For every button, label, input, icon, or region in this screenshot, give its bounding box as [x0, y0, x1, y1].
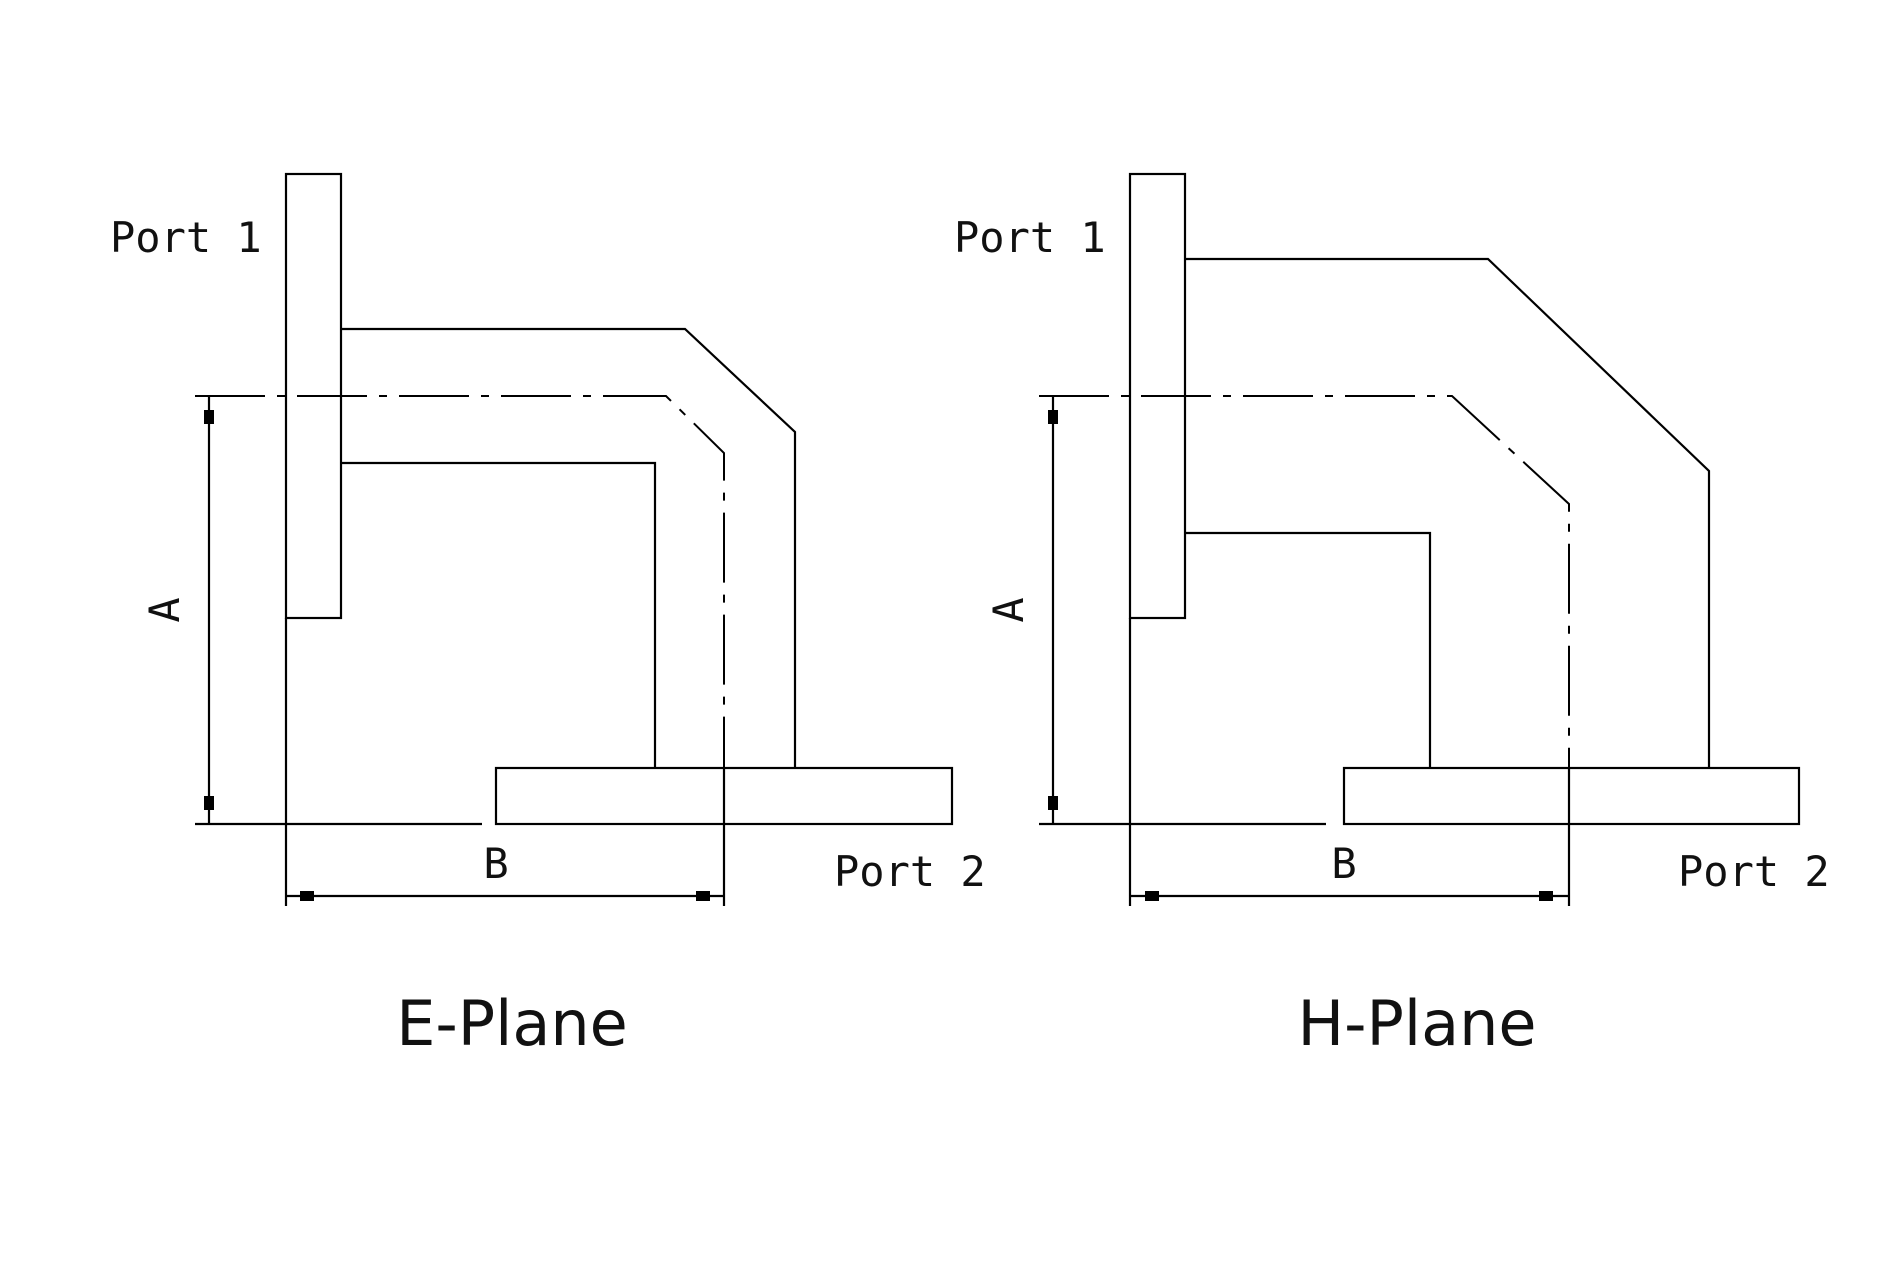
h-plane-port1-label: Port 1 [954, 213, 1106, 262]
e-plane-outer-wall [341, 327, 797, 768]
e-plane-dimension-a-bottom-tick [204, 796, 214, 810]
e-plane-dimension-a-label: A [140, 597, 189, 622]
e-plane-inner-wall [341, 461, 657, 768]
h-plane-dimension-a-top-tick [1048, 410, 1058, 424]
e-plane-port1-label: Port 1 [110, 213, 262, 262]
e-plane-dimension-b-left-tick [300, 891, 314, 901]
h-plane-centerline [1039, 395, 1570, 824]
h-plane-port2-flange [1342, 766, 1801, 826]
h-plane-port2-label: Port 2 [1678, 847, 1830, 896]
h-plane-dimension-a-label: A [984, 597, 1033, 622]
h-plane-inner-wall [1185, 531, 1432, 768]
h-plane-caption: H-Plane [1297, 987, 1536, 1060]
e-plane-caption: E-Plane [396, 987, 628, 1060]
e-plane-centerline [195, 395, 725, 824]
e-plane-dimension-b-label: B [483, 839, 508, 888]
e-plane-port2-label: Port 2 [834, 847, 986, 896]
h-plane-bend: A B Port 1 Port 2 H-Plane [954, 172, 1830, 1060]
h-plane-outer-wall [1185, 257, 1711, 768]
e-plane-dimension-a-top-tick [204, 410, 214, 424]
h-plane-dimension-a-bottom-tick [1048, 796, 1058, 810]
e-plane-dimension-b-right-tick [696, 891, 710, 901]
h-plane-dimension-b-label: B [1331, 839, 1356, 888]
h-plane-dimension-b-right-tick [1539, 891, 1553, 901]
h-plane-dimension-b-left-tick [1145, 891, 1159, 901]
e-plane-bend: A B Port 1 Port 2 E-Plane [110, 172, 986, 1060]
